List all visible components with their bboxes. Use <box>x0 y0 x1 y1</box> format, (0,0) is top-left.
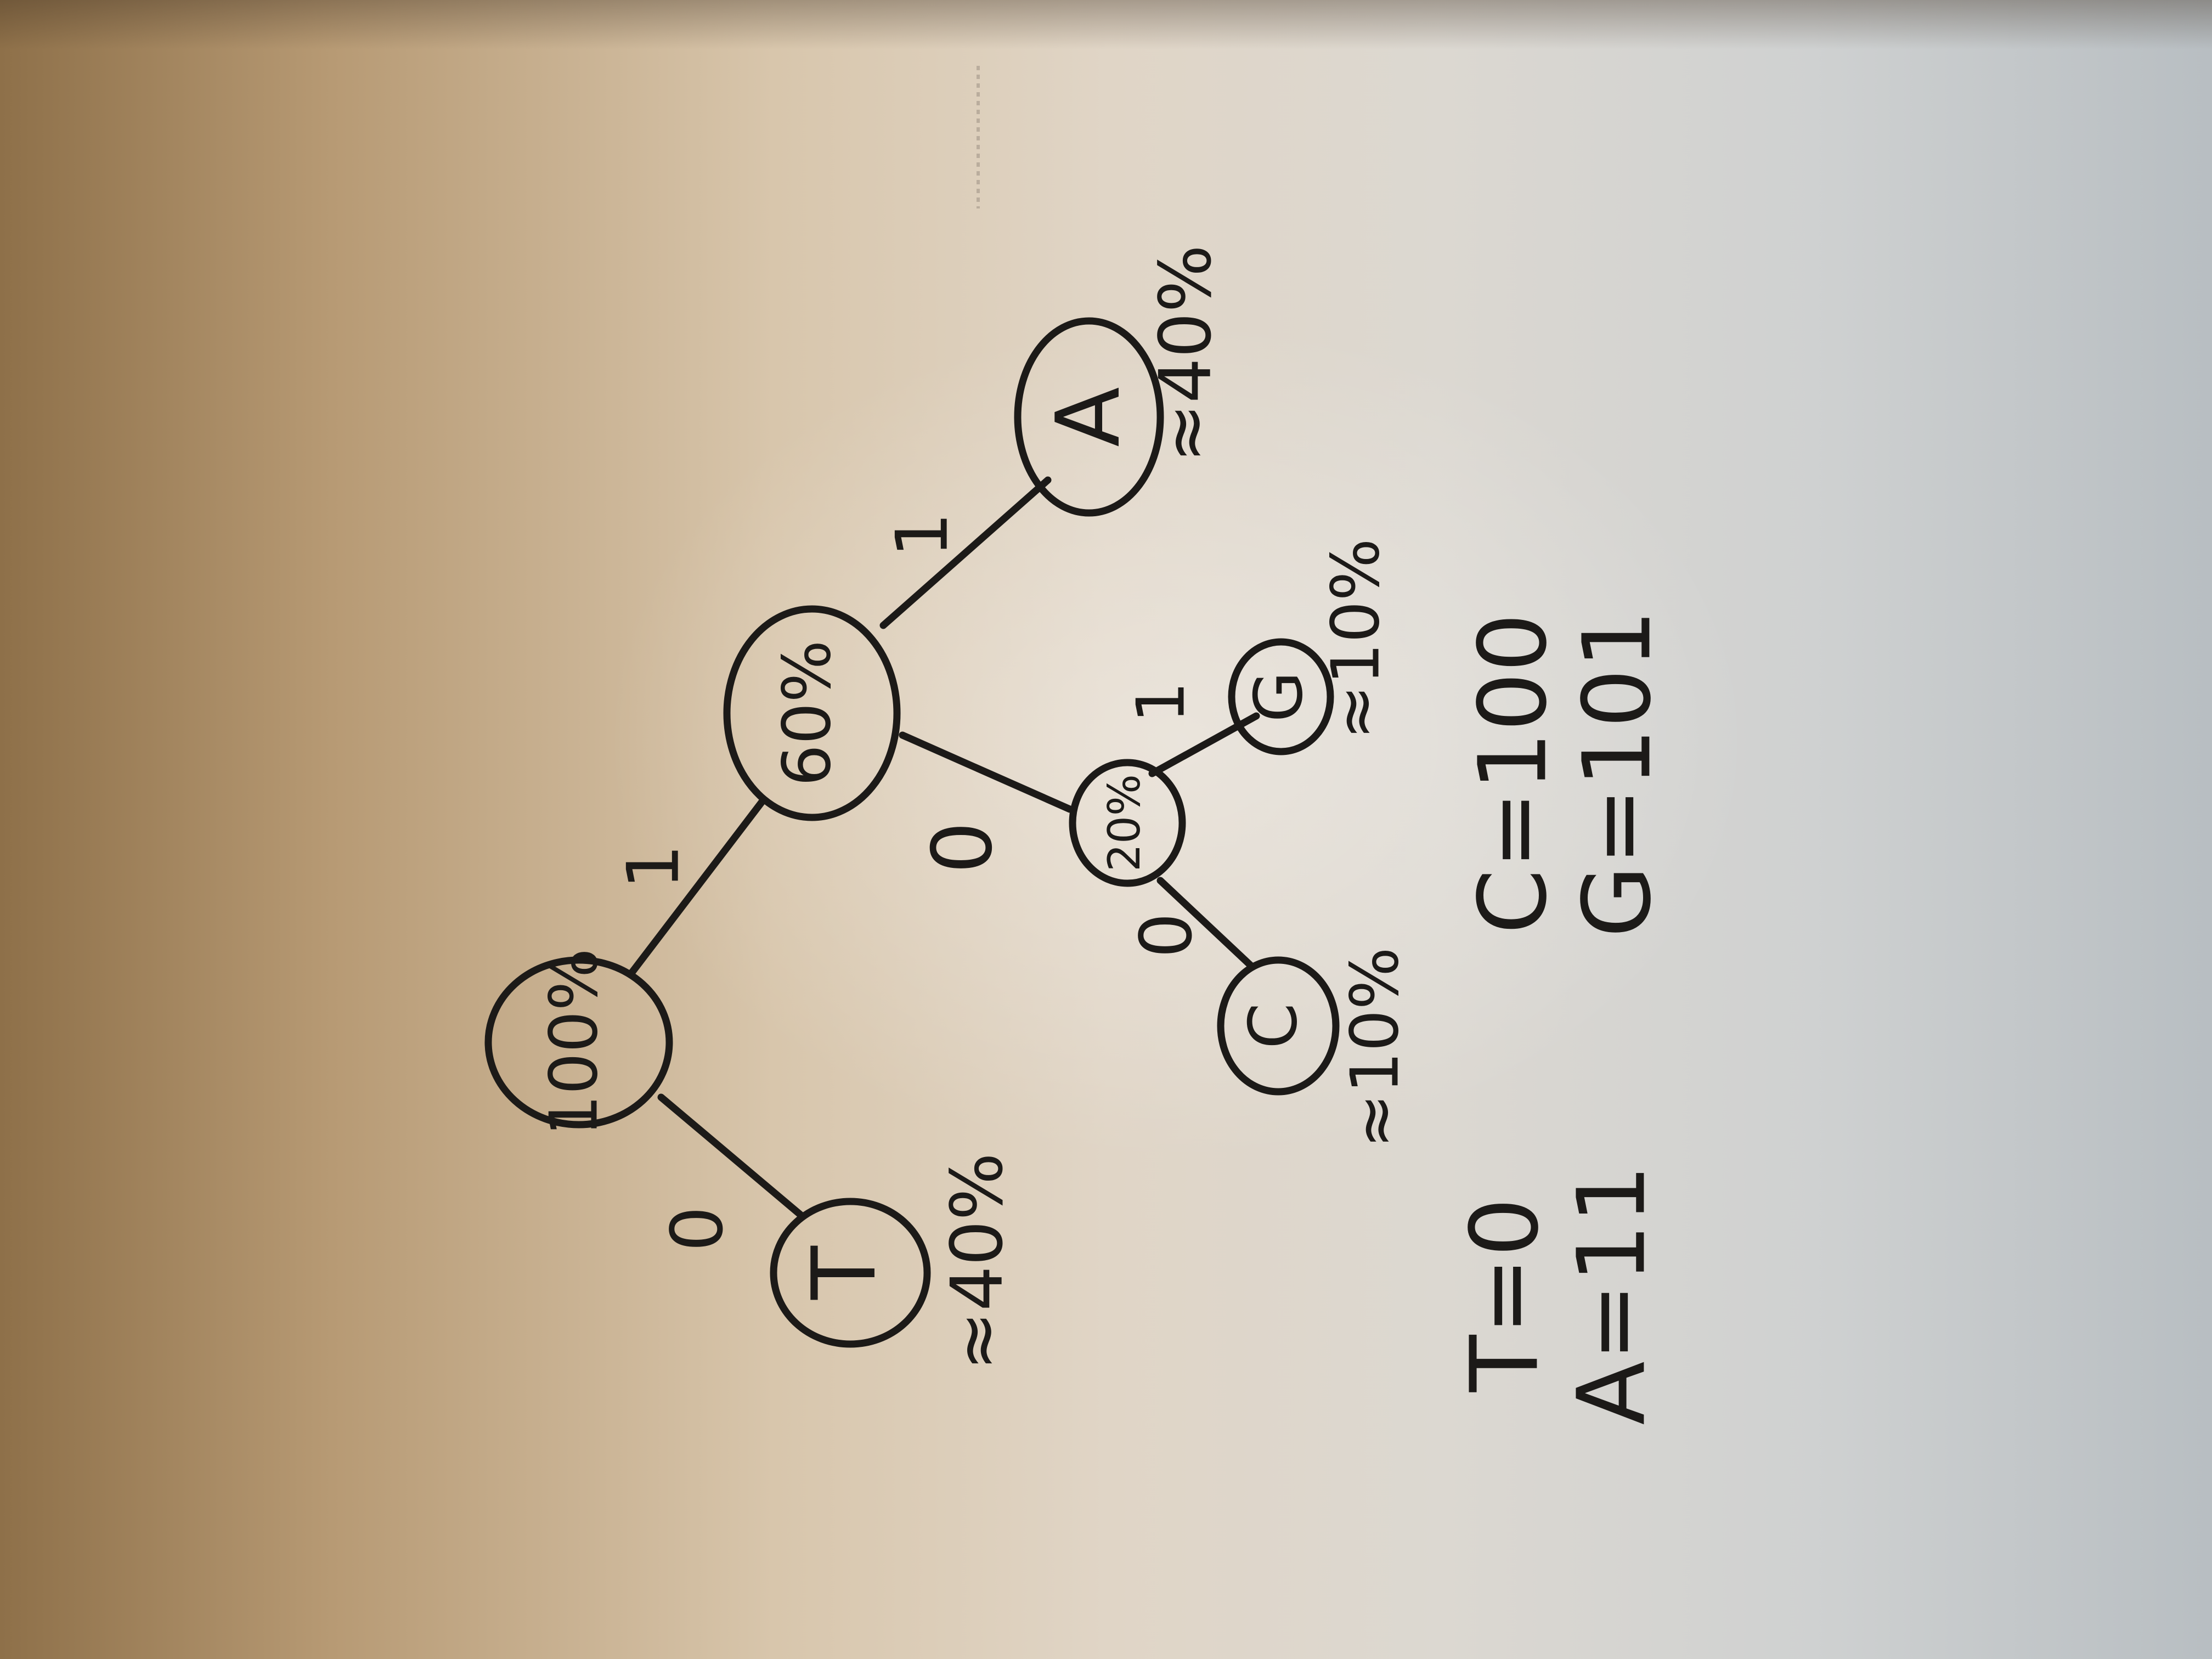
leaf-c: C ≈10% <box>1217 947 1414 1149</box>
leaf-c-circle <box>1217 956 1340 1096</box>
bit-label-60-20: 0 <box>915 821 1011 873</box>
paper-shadow <box>0 0 2212 49</box>
tree-edges <box>627 476 1260 1219</box>
node-root-circle <box>484 956 673 1128</box>
code-table: T=0 A=11 C=100 G=101 <box>1451 610 1672 1425</box>
code-a: A=11 <box>1558 1164 1666 1425</box>
bit-label-root-60: 1 <box>612 844 695 890</box>
leaf-c-symbol: C <box>1236 1003 1312 1049</box>
leaf-g-circle <box>1228 638 1334 755</box>
edge-60-to-20 <box>899 731 1074 813</box>
leaf-t-circle <box>770 1198 931 1348</box>
paper-crease <box>977 66 980 208</box>
edge-bit-labels: 0 1 1 0 0 1 <box>612 512 1208 1252</box>
leaf-g-symbol: G <box>1242 672 1318 723</box>
node-60-circle <box>723 605 901 821</box>
edge-60-to-a <box>879 476 1052 629</box>
node-root: 100% <box>484 948 673 1137</box>
bit-label-root-t: 0 <box>656 1206 739 1252</box>
node-root-label: 100% <box>537 948 613 1136</box>
leaf-g-probability: ≈10% <box>1318 538 1395 740</box>
leaf-t-probability: ≈40% <box>935 1153 1019 1371</box>
leaf-a: A ≈40% <box>1014 245 1227 517</box>
bit-label-20-c: 0 <box>1125 913 1208 958</box>
node-20-label: 20% <box>1099 774 1150 872</box>
leaf-c-probability: ≈10% <box>1338 947 1414 1148</box>
code-g: G=101 <box>1563 610 1672 938</box>
edge-root-to-60 <box>627 797 766 978</box>
edge-root-to-t <box>657 1093 805 1219</box>
node-60: 60% <box>723 605 901 821</box>
node-20: 20% <box>1069 759 1186 887</box>
bit-label-60-a: 1 <box>881 512 964 558</box>
leaf-t-symbol: T <box>793 1245 895 1300</box>
node-60-label: 60% <box>770 640 846 787</box>
leaf-a-probability: ≈40% <box>1144 245 1227 463</box>
edge-20-to-c <box>1156 877 1255 969</box>
code-t: T=0 <box>1451 1198 1559 1392</box>
node-20-circle <box>1069 759 1186 887</box>
leaf-a-symbol: A <box>1037 387 1139 447</box>
code-c: C=100 <box>1459 613 1567 934</box>
leaf-t: T ≈40% <box>770 1153 1019 1371</box>
leaf-a-circle <box>1014 317 1164 517</box>
bit-label-20-g: 1 <box>1124 681 1200 723</box>
leaf-g: G ≈10% <box>1228 538 1395 755</box>
